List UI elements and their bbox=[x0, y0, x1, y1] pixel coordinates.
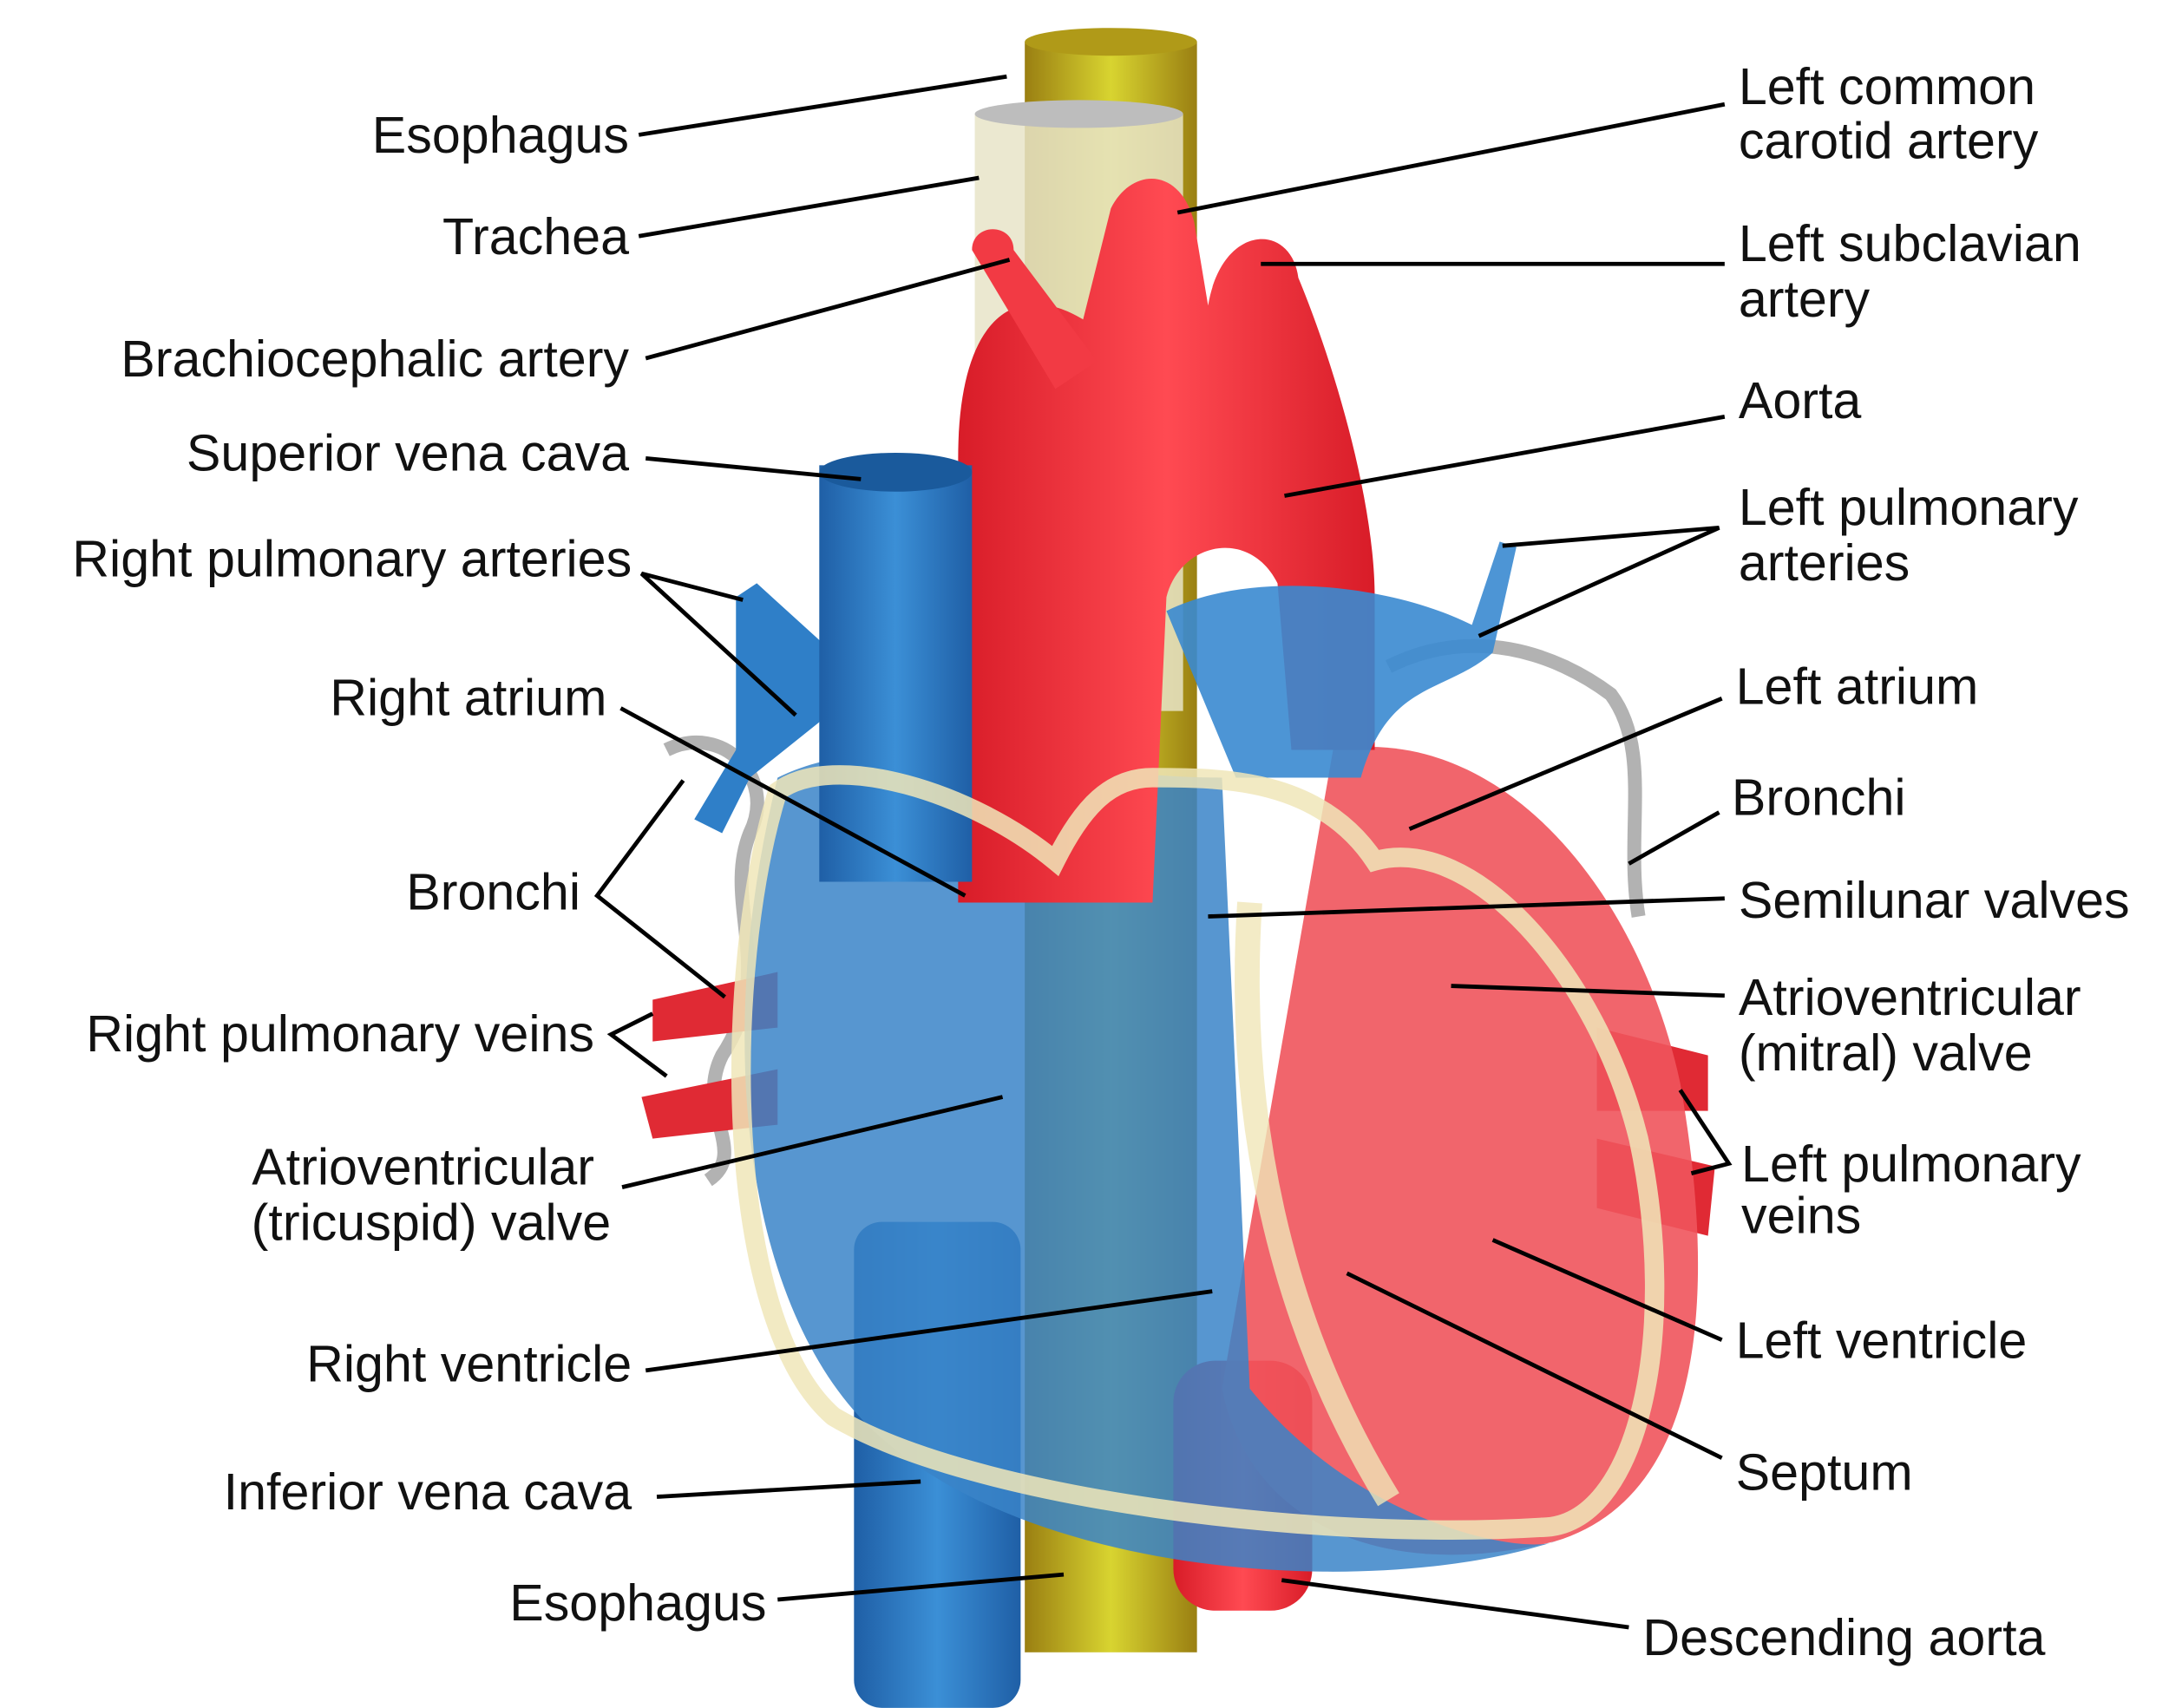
label-left-atrium: Left atrium bbox=[1736, 658, 1979, 716]
right-pulmonary-artery bbox=[694, 583, 834, 834]
anatomy-illustration bbox=[641, 28, 1715, 1708]
trachea-top bbox=[974, 100, 1183, 128]
heart-left-side bbox=[1222, 746, 1699, 1555]
label-brachiocephalic-artery: Brachiocephalic artery bbox=[121, 330, 629, 388]
label-septum: Septum bbox=[1736, 1443, 1913, 1502]
label-left-subclavian-line1: Left subclavian bbox=[1739, 214, 2081, 272]
label-left-subclavian-line2: artery bbox=[1739, 270, 1871, 328]
label-aorta: Aorta bbox=[1739, 371, 1862, 429]
label-left-pulmonary-arteries-line1: Left pulmonary bbox=[1739, 478, 2079, 536]
label-mitral-valve-line2: (mitral) valve bbox=[1739, 1024, 2033, 1082]
label-tricuspid-valve-line2: (tricuspid) valve bbox=[252, 1193, 612, 1251]
septum bbox=[1235, 901, 1399, 1507]
label-descending-aorta: Descending aorta bbox=[1642, 1608, 2045, 1666]
label-right-pulmonary-veins: Right pulmonary veins bbox=[86, 1005, 594, 1063]
septum-walls bbox=[731, 765, 1665, 1540]
label-left-pulmonary-veins-line2: veins bbox=[1741, 1186, 1861, 1244]
label-semilunar-valves: Semilunar valves bbox=[1739, 871, 2130, 929]
label-superior-vena-cava: Superior vena cava bbox=[187, 424, 629, 482]
pulmonary-trunk bbox=[1166, 541, 1517, 778]
label-mitral-valve-line1: Atrioventricular bbox=[1739, 968, 2081, 1026]
label-trachea: Trachea bbox=[442, 207, 629, 265]
label-right-pulmonary-arteries: Right pulmonary arteries bbox=[72, 529, 632, 587]
label-left-pulmonary-arteries-line2: arteries bbox=[1739, 533, 1910, 592]
label-left-ventricle: Left ventricle bbox=[1736, 1311, 2028, 1369]
label-esophagus-bottom: Esophagus bbox=[509, 1574, 766, 1632]
left-labels: Esophagus Trachea Brachiocephalic artery… bbox=[72, 106, 766, 1632]
label-left-common-carotid-line2: carotid artery bbox=[1739, 112, 2039, 170]
label-tricuspid-valve-line1: Atrioventricular bbox=[252, 1137, 594, 1195]
label-left-pulmonary-veins-line1: Left pulmonary bbox=[1741, 1135, 2081, 1193]
heart-right-side bbox=[744, 753, 1556, 1572]
label-bronchi-left: Bronchi bbox=[406, 863, 580, 921]
label-inferior-vena-cava: Inferior vena cava bbox=[224, 1463, 632, 1521]
right-labels: Left common carotid artery Left subclavi… bbox=[1642, 57, 2129, 1666]
label-right-atrium: Right atrium bbox=[330, 668, 606, 726]
leader-lines bbox=[593, 74, 1733, 1630]
label-esophagus-top: Esophagus bbox=[372, 106, 629, 164]
svc-top bbox=[819, 452, 973, 492]
superior-vena-cava bbox=[819, 465, 973, 882]
label-left-common-carotid-line1: Left common bbox=[1739, 57, 2035, 115]
label-right-ventricle: Right ventricle bbox=[306, 1335, 632, 1393]
brachiocephalic-artery bbox=[972, 229, 1098, 389]
label-bronchi-right: Bronchi bbox=[1732, 769, 1906, 827]
esophagus-top bbox=[1025, 28, 1197, 56]
